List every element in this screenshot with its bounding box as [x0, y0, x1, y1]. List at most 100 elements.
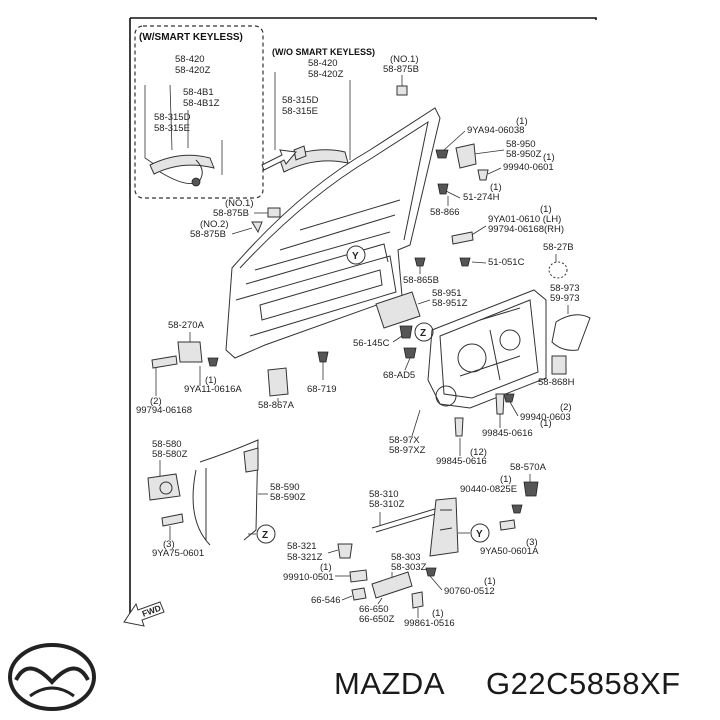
fwd-arrow-icon: FWD: [123, 601, 165, 627]
label-58-315e-a: 58-315E: [154, 123, 190, 134]
cap-part: [548, 261, 568, 279]
bolt-part: [451, 231, 474, 245]
callout-y-door: [346, 245, 366, 265]
label-9ya75: 9YA75-0601: [152, 548, 204, 559]
label-58-867a: 58-867A: [258, 400, 295, 411]
label-58-950: 58-950: [506, 139, 536, 150]
label-58-270a: 58-270A: [168, 320, 205, 331]
svg-text:Z: Z: [420, 328, 426, 339]
garnish-part: [375, 291, 421, 329]
label-68-719: 68-719: [307, 384, 337, 395]
label-58-315d-b: 58-315D: [282, 95, 319, 106]
label-9ya94: 9YA94-06038: [467, 125, 524, 136]
label-58-951z: 58-951Z: [432, 298, 468, 309]
mazda-logo-icon: [8, 643, 96, 711]
label-58-27b: 58-27B: [543, 242, 574, 253]
label-99794b: 99794-06168: [136, 405, 192, 416]
label-qty-9ya11: (1): [205, 375, 217, 386]
label-58-865b: 58-865B: [403, 275, 439, 286]
label-58-590: 58-590: [270, 482, 300, 493]
label-99940b: 99940-0603: [520, 412, 571, 423]
label-qty-99794b: (2): [150, 396, 162, 407]
header-smart-keyless: (W/SMART KEYLESS): [139, 32, 243, 43]
label-58-315d-a: 58-315D: [154, 112, 191, 123]
smart-keyless-box: [134, 25, 264, 199]
label-58-875b-mid1: 58-875B: [213, 208, 249, 219]
label-58-420-a: 58-420: [175, 54, 205, 65]
svg-text:Z: Z: [262, 530, 268, 541]
label-66-650z: 66-650Z: [359, 614, 395, 625]
label-68-ad5: 68-AD5: [383, 370, 415, 381]
label-qty-9ya50: (3): [526, 537, 538, 548]
clip-no1-top: [396, 85, 408, 96]
label-qty-51274h: (1): [490, 182, 502, 193]
label-90760: 90760-0512: [444, 586, 495, 597]
label-58-4b1z: 58-4B1Z: [183, 98, 220, 109]
label-58-570a: 58-570A: [510, 462, 547, 473]
label-qty-99940a: (1): [543, 152, 555, 163]
label-qty-90760: (1): [484, 576, 496, 587]
diagram-frame: [130, 17, 597, 20]
label-58-97x: 58-97X: [389, 435, 420, 446]
label-qty-90440: (1): [500, 474, 512, 485]
brand-name: MAZDA: [334, 666, 445, 701]
label-58-868h: 58-868H: [538, 377, 575, 388]
inner-handle-part: [371, 571, 413, 599]
label-66-546: 66-546: [311, 595, 341, 606]
regulator-rail: [192, 439, 259, 546]
label-99845a: 99845-0616: [482, 428, 533, 439]
label-56-145c: 56-145C: [353, 338, 390, 349]
label-51-274h: 51-274H: [463, 192, 500, 203]
hinge-part: [177, 341, 203, 363]
label-58-321: 58-321: [287, 541, 317, 552]
label-66-650: 66-650: [359, 604, 389, 615]
callout-y-lock: [470, 523, 490, 543]
label-qty-9ya75: (3): [163, 539, 175, 550]
label-58-303z: 58-303Z: [391, 562, 427, 573]
label-58-97xz: 58-97XZ: [389, 445, 426, 456]
label-51-051c: 51-051C: [488, 257, 525, 268]
svg-text:Y: Y: [352, 251, 359, 262]
regulator-motor: [147, 473, 181, 501]
label-9ya50: 9YA50-0601A: [480, 546, 539, 557]
callout-z-reg: [256, 524, 276, 544]
striker-part: [455, 143, 477, 169]
part-number: G22C5858XF: [486, 666, 681, 701]
label-no1-mid: (NO.1): [225, 198, 254, 209]
inner-panel: [427, 289, 547, 409]
label-no1-top: (NO.1): [390, 54, 419, 65]
label-58-303: 58-303: [391, 552, 421, 563]
smart-handle-part: [149, 154, 215, 175]
label-58-580: 58-580: [152, 439, 182, 450]
label-58-950z: 58-950Z: [506, 149, 542, 160]
grommet-part: [551, 355, 567, 375]
label-58-973: 58-973: [550, 283, 580, 294]
label-qty-9ya94: (1): [516, 116, 528, 127]
label-58-420-b: 58-420: [308, 58, 338, 69]
check-part: [267, 367, 289, 397]
label-qty-99845a: (1): [540, 418, 552, 429]
label-58-580z: 58-580Z: [152, 449, 188, 460]
label-58-315e-b: 58-315E: [282, 106, 318, 117]
seal-part: [551, 314, 591, 351]
label-58-310: 58-310: [369, 489, 399, 500]
label-99940a: 99940-0601: [503, 162, 554, 173]
svg-text:Y: Y: [476, 529, 483, 540]
header-wo-smart-keyless: (W/O SMART KEYLESS): [272, 47, 375, 57]
label-no2-mid: (NO.2): [200, 219, 229, 230]
callout-z-top: [414, 322, 434, 342]
label-58-420z-a: 58-420Z: [175, 65, 211, 76]
label-58-321z: 58-321Z: [287, 552, 323, 563]
label-58-310z: 58-310Z: [369, 499, 405, 510]
label-qty-9ya01: (1): [540, 204, 552, 215]
door-shell: [225, 107, 441, 359]
label-58-4b1: 58-4B1: [183, 87, 214, 98]
label-qty-99940b: (2): [560, 402, 572, 413]
label-58-590z: 58-590Z: [270, 492, 306, 503]
label-99845b: 99845-0616: [436, 456, 487, 467]
latch-part: [429, 497, 459, 557]
label-58-420z-b: 58-420Z: [308, 69, 344, 80]
label-59-973: 59-973: [550, 293, 580, 304]
label-99794-rh: 99794-06168(RH): [488, 224, 564, 235]
label-58-875b-top: 58-875B: [383, 64, 419, 75]
